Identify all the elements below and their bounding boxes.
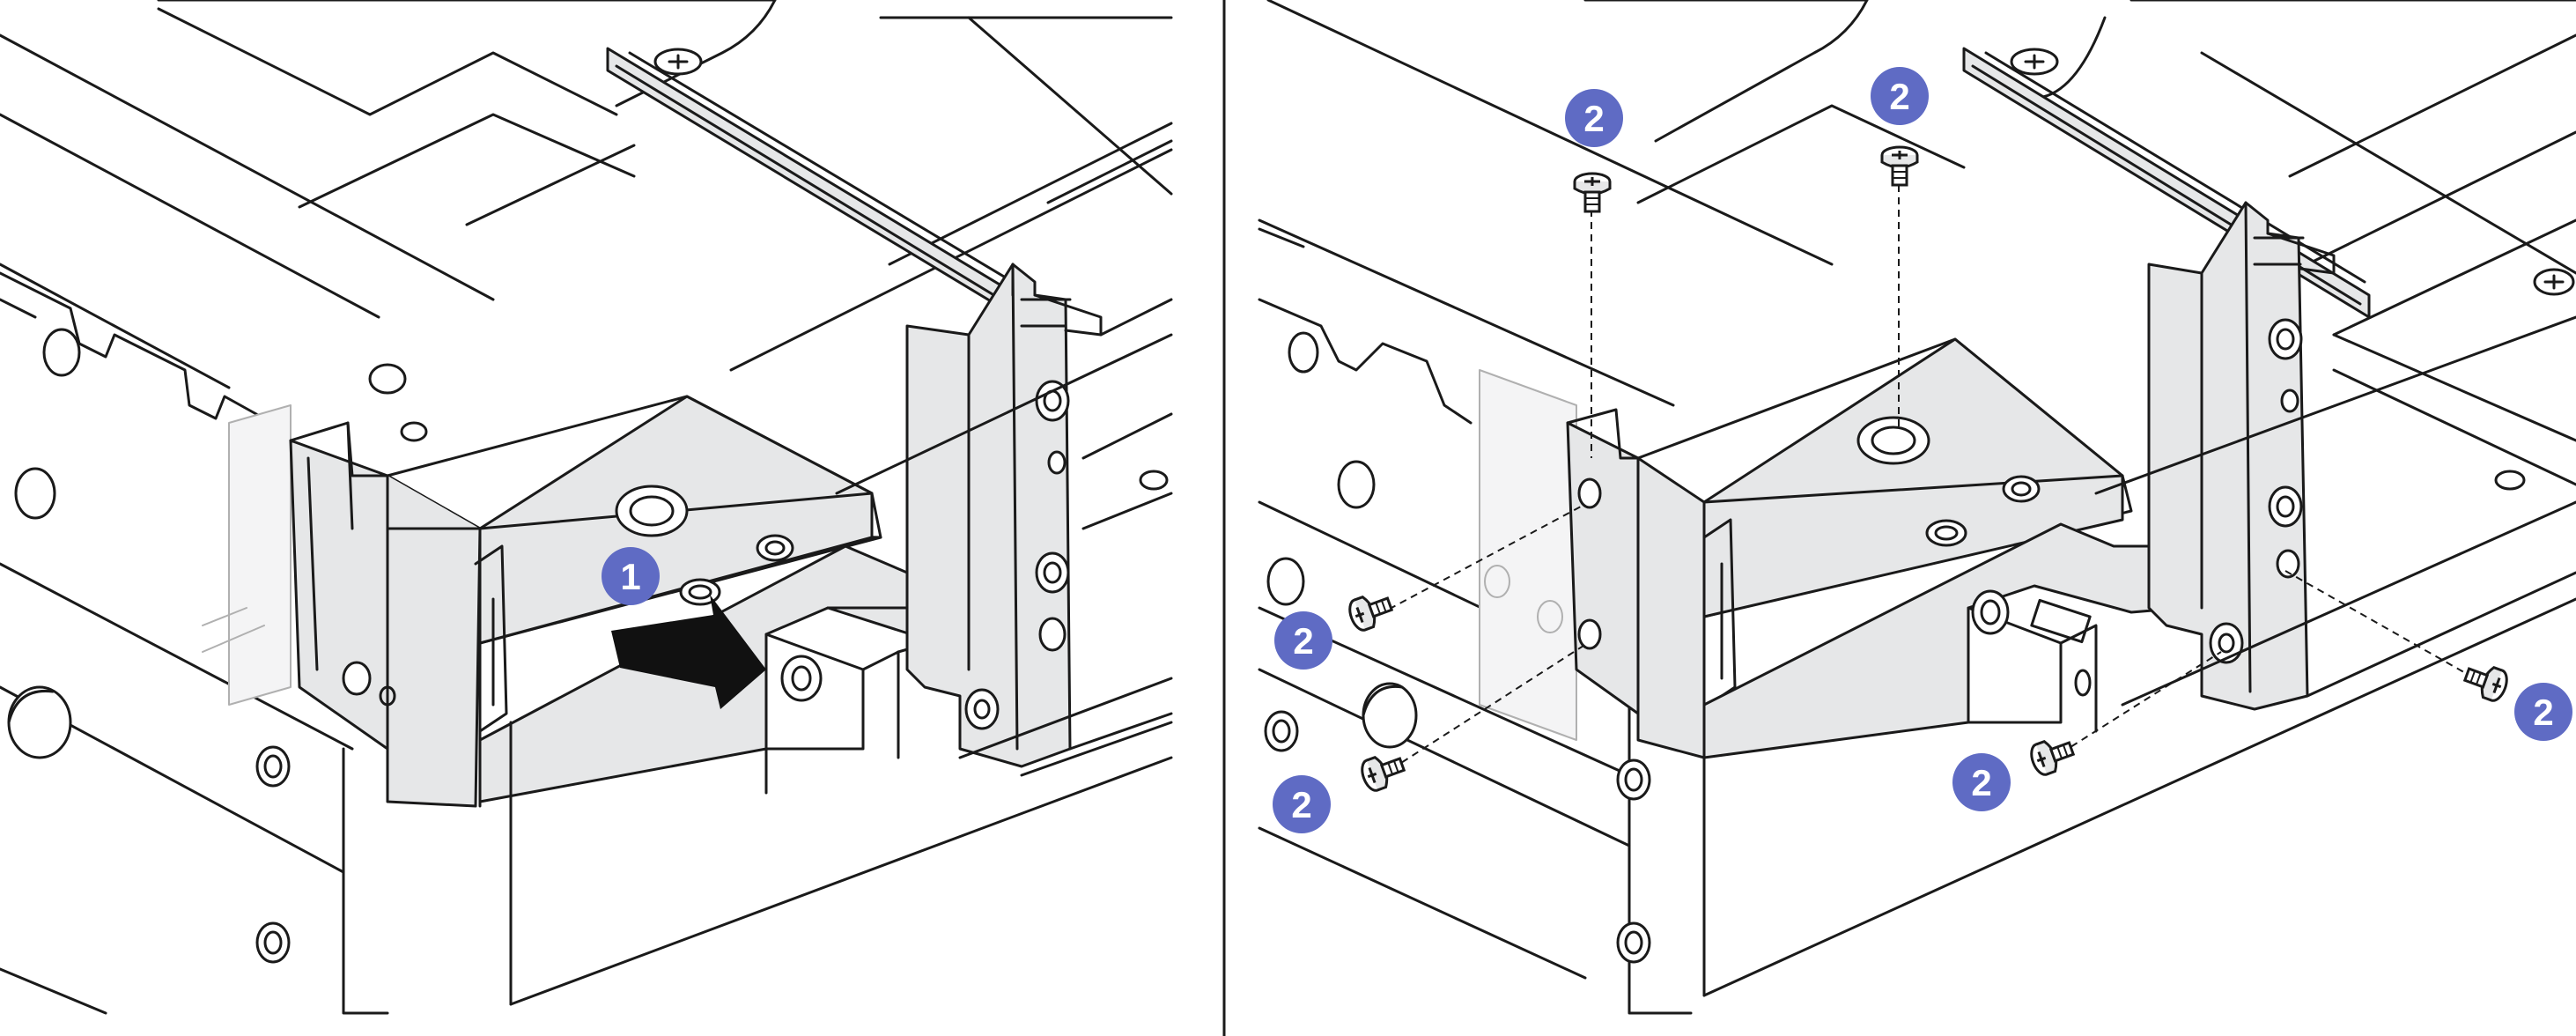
- callout-layer: 1 2 2 2 2 2 2: [602, 67, 2572, 833]
- callout-number: 2: [2533, 692, 2553, 733]
- callout-badge-icon: [1274, 611, 1332, 670]
- callout-badge-2-4: 2: [1273, 775, 1331, 833]
- callout-badge-icon: [1565, 89, 1623, 147]
- callout-badge-icon: [1871, 67, 1929, 125]
- callout-badge-icon: [1952, 753, 2011, 811]
- callout-number: 2: [1889, 76, 1909, 117]
- screw-guide-lines: [1377, 185, 2476, 770]
- step-2-panel: [1258, 0, 2576, 1015]
- callout-badge-icon: [602, 547, 660, 605]
- callout-number: 2: [1293, 620, 1313, 662]
- callout-number: 2: [1583, 98, 1604, 139]
- push-arrow-icon: [611, 595, 766, 709]
- callout-badge-1-1: 1: [602, 547, 660, 605]
- callout-badge-2-1: 2: [1565, 89, 1623, 147]
- callout-number: 2: [1971, 762, 1991, 803]
- callout-badge-2-2: 2: [1871, 67, 1929, 125]
- callout-badge-icon: [2514, 683, 2572, 741]
- callout-badge-icon: [1273, 775, 1331, 833]
- callout-number: 2: [1291, 784, 1311, 825]
- callout-badge-2-6: 2: [2514, 683, 2572, 741]
- callout-badge-2-3: 2: [1274, 611, 1332, 670]
- callout-number: 1: [620, 556, 640, 597]
- step-1-panel: [0, 0, 1173, 1015]
- callout-badge-2-5: 2: [1952, 753, 2011, 811]
